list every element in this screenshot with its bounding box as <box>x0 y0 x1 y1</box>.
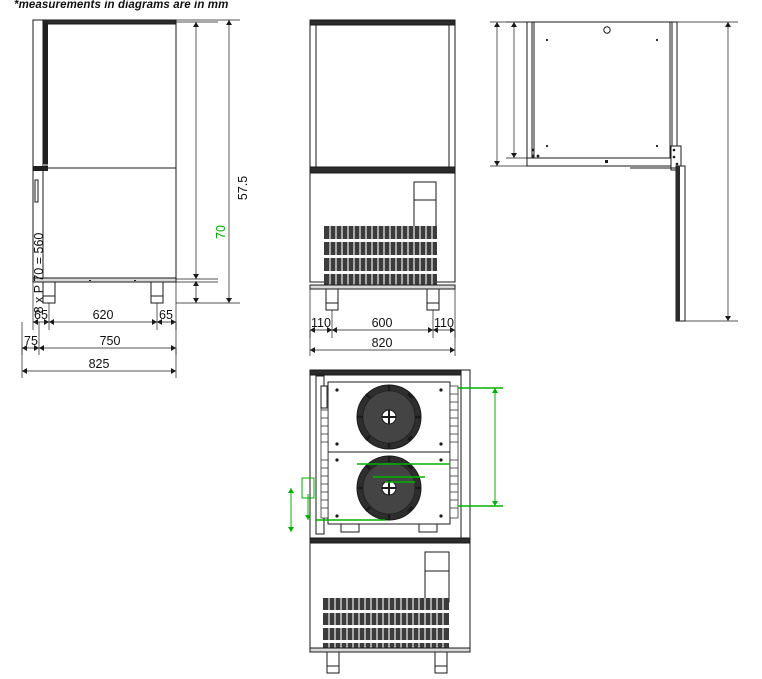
view-condenser-detail: 8 x P 70 = 560 70 57.5 <box>32 176 565 679</box>
dim-front-foot-left: 110 <box>311 316 331 330</box>
dim-left-depth-total: 825 <box>89 357 110 371</box>
dim-left-offset: 75 <box>24 334 38 348</box>
dim-front-span: 600 <box>372 316 393 330</box>
dim-detail-pitch: 8 x P 70 = 560 <box>32 233 46 314</box>
dim-left-depth-inner: 750 <box>100 334 121 348</box>
dim-front-foot-right: 110 <box>434 316 454 330</box>
dim-left-foot-left: 65 <box>34 308 48 322</box>
dim-detail-spacing: 70 <box>214 225 228 239</box>
dim-front-width-total: 820 <box>372 336 393 350</box>
view-top-plan: 825 750 1577 <box>480 0 762 360</box>
dim-detail-offset-bottom: 57.5 <box>236 176 250 200</box>
view-front-elevation: 110 600 110 820 <box>290 0 490 360</box>
view-left-side-elevation: 1530 1680 150 65 620 65 75 750 825 <box>0 0 300 380</box>
dim-left-foot-right: 65 <box>159 308 173 322</box>
dim-left-span: 620 <box>93 308 114 322</box>
units-note: *measurements in diagrams are in mm <box>14 0 229 11</box>
